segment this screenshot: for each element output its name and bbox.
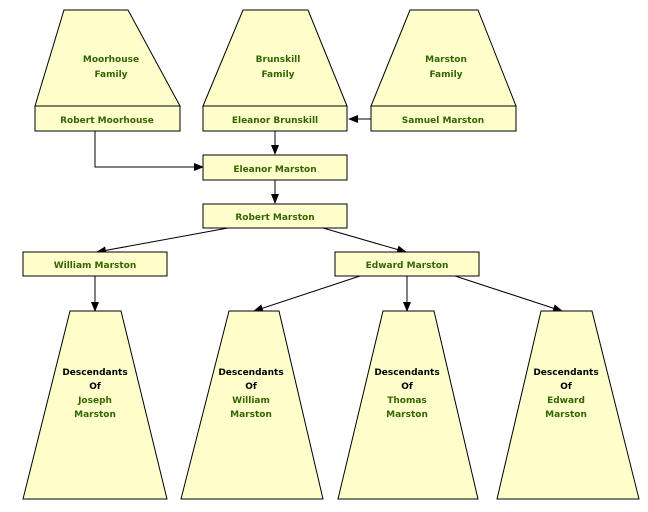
person-name: Robert Moorhouse: [60, 116, 154, 126]
person-name: Robert Marston: [235, 213, 314, 223]
family-group-brunskill: Brunskill Family Eleanor Brunskill: [202, 9, 348, 132]
descendants-last-name: Marston: [74, 410, 116, 420]
descendants-last-name: Marston: [545, 410, 587, 420]
edge-edward-to-descendants-william: [253, 275, 361, 312]
person-name: William Marston: [54, 261, 137, 271]
person-box: [202, 105, 348, 132]
descendants-label: Descendants: [533, 368, 598, 378]
person-box: [370, 105, 517, 132]
person-name: Edward Marston: [366, 261, 449, 271]
person-name: Eleanor Brunskill: [232, 116, 318, 126]
family-suffix: Family: [94, 70, 127, 80]
descendants-trapezoid: [337, 310, 479, 500]
descendants-trapezoid: [496, 310, 640, 500]
family-suffix: Family: [429, 70, 462, 80]
node-eleanor-marston: Eleanor Marston: [202, 154, 348, 181]
descendants-joseph-marston: Descendants Of Joseph Marston: [22, 310, 168, 500]
descendants-last-name: Marston: [386, 410, 428, 420]
edge-robert-moorhouse-to-eleanor-marston: [94, 131, 204, 171]
person-name: Samuel Marston: [402, 116, 484, 126]
descendants-of: Of: [560, 382, 572, 392]
descendants-label: Descendants: [62, 368, 127, 378]
descendants-william-marston: Descendants Of William Marston: [180, 310, 324, 500]
edge-robert-to-edward: [322, 227, 407, 254]
person-box: [34, 105, 181, 132]
family-group-moorhouse: Moorhouse Family Robert Moorhouse: [34, 9, 181, 132]
family-name: Brunskill: [256, 55, 301, 65]
person-box: [202, 203, 348, 229]
person-box: [22, 251, 168, 277]
descendants-of: Of: [245, 382, 257, 392]
node-edward-marston: Edward Marston: [334, 251, 480, 277]
person-box: [334, 251, 480, 277]
descendants-first-name: Thomas: [387, 396, 427, 406]
descendants-first-name: Edward: [547, 396, 585, 406]
edge-robert-to-william: [96, 227, 229, 255]
descendants-thomas-marston: Descendants Of Thomas Marston: [337, 310, 479, 500]
node-william-marston: William Marston: [22, 251, 168, 277]
node-robert-marston: Robert Marston: [202, 203, 348, 229]
descendants-first-name: Joseph: [77, 396, 112, 406]
descendants-label: Descendants: [218, 368, 283, 378]
descendants-trapezoid: [180, 310, 324, 500]
family-group-marston: Marston Family Samuel Marston: [370, 9, 517, 132]
edges: [91, 115, 563, 313]
descendants-of: Of: [89, 382, 101, 392]
family-name: Moorhouse: [83, 55, 139, 65]
descendants-first-name: William: [232, 396, 270, 406]
family-name: Marston: [425, 55, 467, 65]
descendants-last-name: Marston: [230, 410, 272, 420]
descendants-edward-marston: Descendants Of Edward Marston: [496, 310, 640, 500]
family-suffix: Family: [261, 70, 294, 80]
descendants-label: Descendants: [374, 368, 439, 378]
person-name: Eleanor Marston: [233, 165, 316, 175]
descendants-trapezoid: [22, 310, 168, 500]
descendants-of: Of: [401, 382, 413, 392]
edge-edward-to-descendants-edward: [454, 275, 563, 313]
person-box: [202, 154, 348, 181]
